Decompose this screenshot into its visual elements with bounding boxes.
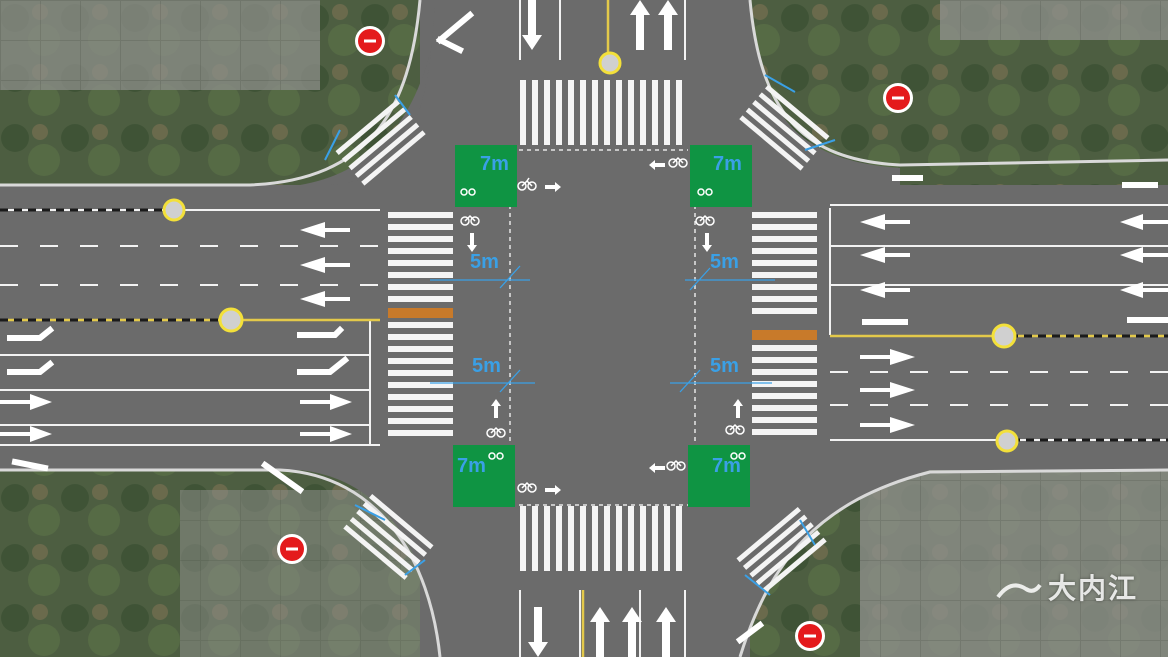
- bicycle-icon: [460, 156, 746, 493]
- gap-e-lower-label: 5m: [710, 355, 739, 377]
- bike-box-sw-label: 7m: [457, 455, 486, 477]
- arrow-icon: [467, 160, 743, 495]
- bike-box-ne-label: 7m: [713, 153, 742, 175]
- median-pad-west: [388, 308, 453, 318]
- zebra-crossings: [335, 80, 830, 593]
- bike-lane-guides: [455, 149, 696, 506]
- no-entry-sign-icon: [277, 26, 913, 651]
- watermark: 大内江: [996, 567, 1138, 607]
- bike-boxes: [453, 145, 752, 507]
- turn-arrows: [7, 10, 1168, 645]
- gap-e-upper-label: 5m: [710, 251, 739, 273]
- bollard-chains: [0, 208, 1168, 442]
- bike-box-nw-label: 7m: [480, 153, 509, 175]
- corner-bike-paths: [324, 74, 836, 596]
- logo-icon: [996, 583, 1042, 599]
- bike-box-se-label: 7m: [712, 455, 741, 477]
- dimension-lines: [430, 265, 775, 393]
- median-pad-east: [752, 330, 817, 340]
- watermark-text: 大内江: [1047, 572, 1138, 605]
- gap-w-upper-label: 5m: [470, 251, 499, 273]
- gap-w-lower-label: 5m: [472, 355, 501, 377]
- bollard-icon: [162, 51, 1019, 453]
